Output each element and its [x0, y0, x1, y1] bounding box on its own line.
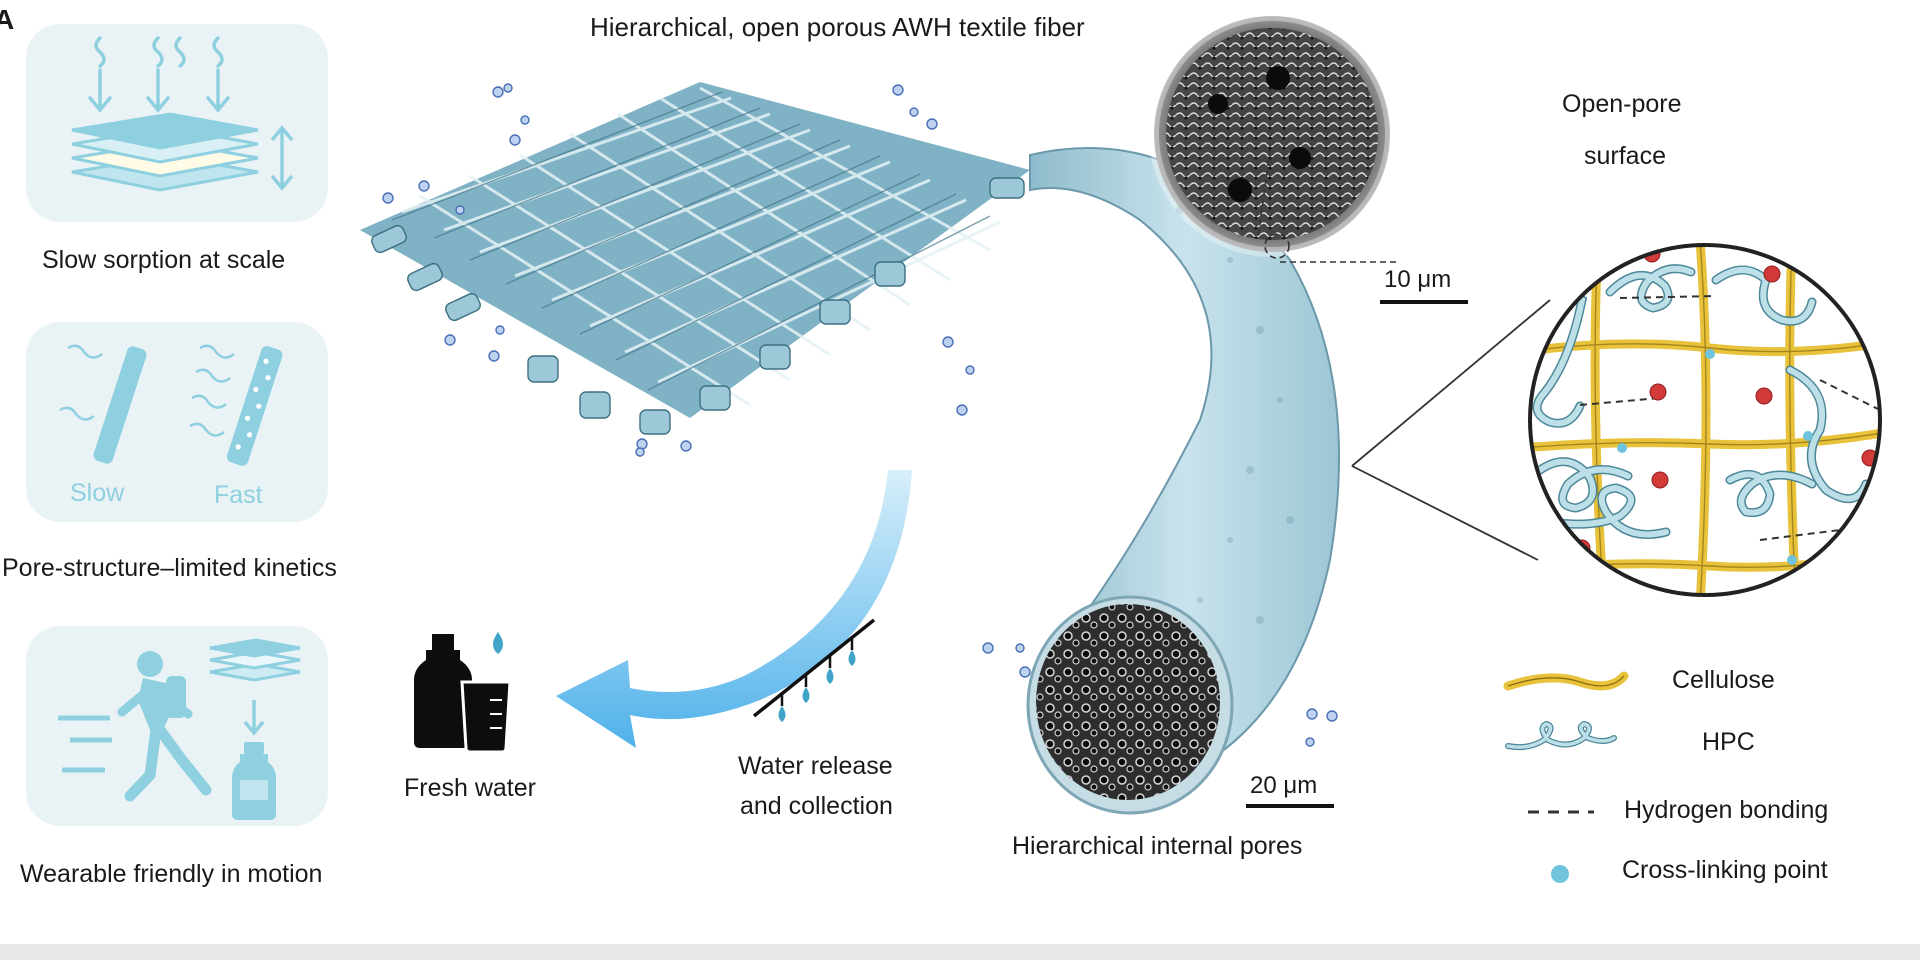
internal-pores-label: Hierarchical internal pores — [1012, 832, 1303, 860]
fresh-water-bottles-icon — [414, 632, 512, 754]
collection-rack-icon — [752, 618, 876, 722]
slow-label: Slow — [70, 479, 125, 507]
scale-label-top: 10 μm — [1384, 266, 1452, 293]
molecular-network-inset — [1528, 243, 1882, 597]
water-release-label-line2: and collection — [740, 792, 893, 820]
water-bottle-icon — [232, 742, 276, 820]
zoom-lines-surface — [1257, 149, 1398, 263]
caption-pore-kinetics: Pore-structure–limited kinetics — [2, 554, 337, 582]
running-person-icon — [58, 651, 212, 802]
blue-dot-icon — [1551, 865, 1569, 883]
legend-hpc: HPC — [1702, 728, 1755, 756]
cellulose-strand-icon — [1503, 671, 1629, 691]
open-pore-label-line2: surface — [1584, 142, 1666, 170]
water-release-label-line1: Water release — [738, 752, 893, 780]
vapor-arrows-icon — [88, 36, 230, 113]
figure-title: Hierarchical, open porous AWH textile fi… — [590, 12, 1085, 42]
panel-letter: A — [0, 4, 15, 35]
fast-label: Fast — [214, 481, 263, 509]
woven-textile — [360, 82, 1030, 435]
stacked-fabric-icon — [209, 638, 301, 736]
water-release-arrow — [556, 470, 912, 748]
legend-cellulose: Cellulose — [1672, 666, 1775, 694]
legend-hydrogen-bonding: Hydrogen bonding — [1624, 796, 1829, 824]
slow-fiber-icon — [59, 344, 147, 464]
sem-surface-inset — [1149, 11, 1395, 257]
layered-sheets-icon — [71, 112, 294, 192]
fresh-water-label: Fresh water — [404, 774, 536, 802]
open-pore-label-line1: Open-pore — [1562, 90, 1682, 118]
caption-wearable: Wearable friendly in motion — [20, 860, 323, 888]
fast-fiber-icon — [189, 344, 283, 466]
hpc-coil-inner — [1506, 722, 1616, 749]
porous-fiber — [1026, 147, 1340, 815]
bottom-strip — [0, 944, 1920, 960]
scale-label-bottom: 20 μm — [1250, 772, 1318, 799]
caption-slow-sorption: Slow sorption at scale — [42, 246, 286, 274]
legend-crosslinking: Cross-linking point — [1622, 856, 1828, 884]
zoom-lines-network — [1351, 299, 1551, 561]
water-molecules — [382, 83, 1338, 747]
